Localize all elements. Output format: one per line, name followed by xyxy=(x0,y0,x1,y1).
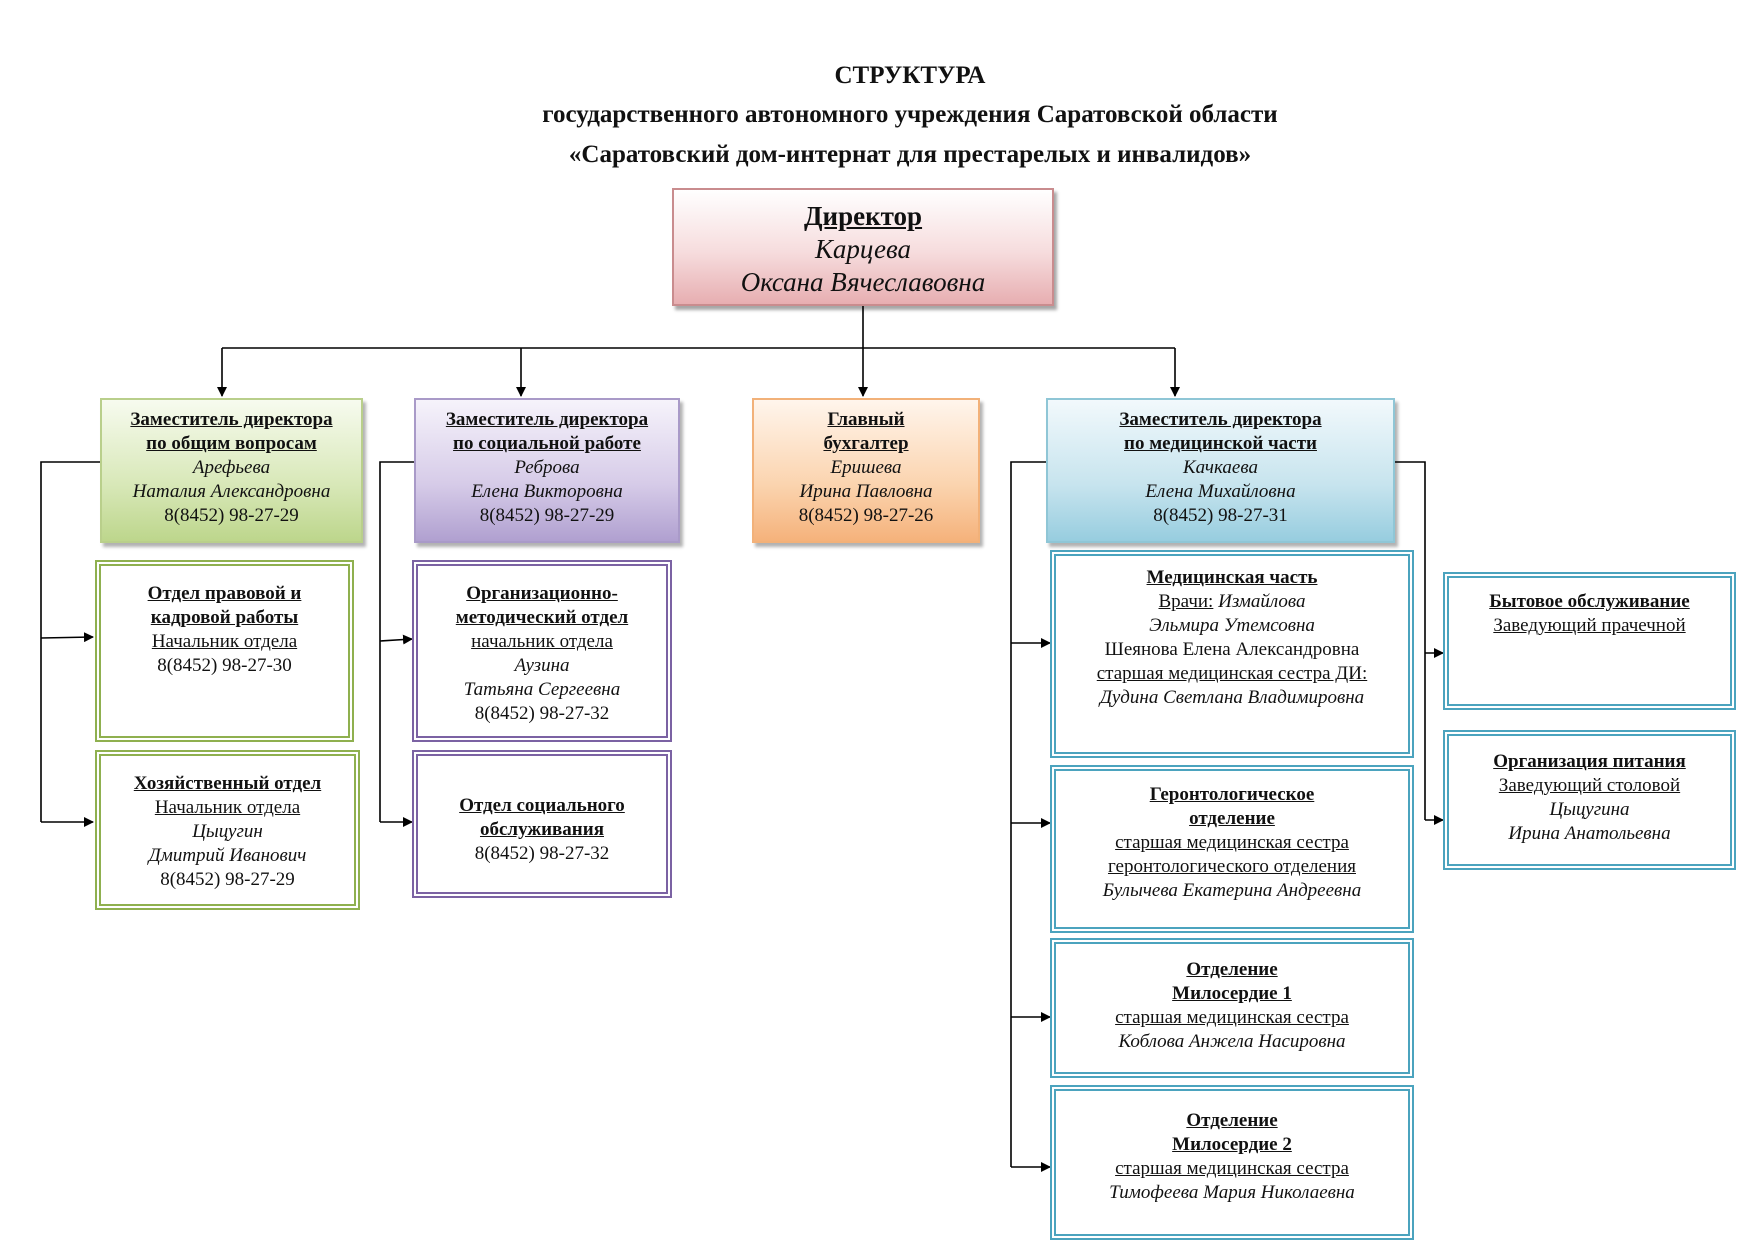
mercy2-person: Тимофеева Мария Николаевна xyxy=(1109,1182,1355,1203)
chief-accountant-name: Ирина Павловна xyxy=(799,481,933,502)
method-dept-title-2: методический отдел xyxy=(455,607,629,628)
gerontology-box: Геронтологическое отделение старшая меди… xyxy=(1050,765,1414,933)
method-dept-phone: 8(8452) 98-27-32 xyxy=(474,703,610,724)
director-box: Директор Карцева Оксана Вячеславовна xyxy=(672,188,1054,306)
deputy-medical-name: Елена Михайловна xyxy=(1145,481,1296,502)
method-dept-box: Организационно- методический отдел начал… xyxy=(412,560,672,742)
doctor1-surname: Измайлова xyxy=(1218,591,1306,612)
director-name: Оксана Вячеславовна xyxy=(740,267,986,297)
head-nurse-name: Дудина Светлана Владимировна xyxy=(1099,687,1365,708)
chief-accountant-title-2: бухгалтер xyxy=(823,433,909,454)
medical-unit-box: Медицинская часть Врачи: Измайлова Эльми… xyxy=(1050,550,1414,758)
deputy-social-box: Заместитель директора по социальной рабо… xyxy=(414,398,680,543)
deputy-general-surname: Арефьева xyxy=(192,457,271,478)
medical-unit-doctors-line: Врачи: Измайлова xyxy=(1056,590,1408,614)
social-service-dept-title-2: обслуживания xyxy=(479,819,604,840)
social-service-dept-title-1: Отдел социального xyxy=(459,795,625,816)
catering-surname: Цыцугина xyxy=(1549,799,1630,820)
deputy-general-phone: 8(8452) 98-27-29 xyxy=(164,505,299,526)
head-nurse-role: старшая медицинская сестра ДИ: xyxy=(1096,663,1368,684)
mercy2-title-1: Отделение xyxy=(1186,1110,1278,1131)
method-dept-role: начальник отдела xyxy=(471,631,613,652)
gerontology-role-2: геронтологического отделения xyxy=(1107,856,1356,877)
gerontology-person: Булычева Екатерина Андреевна xyxy=(1102,880,1362,901)
doctor2-name: Шеянова Елена Александровна xyxy=(1104,639,1360,660)
deputy-general-box: Заместитель директора по общим вопросам … xyxy=(100,398,363,543)
institution-type-title: государственного автономного учреждения … xyxy=(542,101,1278,128)
doctors-label: Врачи: xyxy=(1158,591,1214,612)
medical-unit-title: Медицинская часть xyxy=(1146,567,1318,588)
institution-name-title: «Саратовский дом-интернат для престарелы… xyxy=(568,141,1252,168)
household-dept-phone: 8(8452) 98-27-29 xyxy=(160,869,295,890)
method-dept-title-1: Организационно- xyxy=(466,583,618,604)
household-dept-box: Хозяйственный отдел Начальник отдела Цыц… xyxy=(95,750,360,910)
catering-box: Организация питания Заведующий столовой … xyxy=(1443,730,1736,870)
legal-dept-role: Начальник отдела xyxy=(151,631,298,652)
deputy-social-title-2: по социальной работе xyxy=(453,433,641,454)
household-dept-title: Хозяйственный отдел xyxy=(133,773,322,794)
structure-title: СТРУКТУРА xyxy=(834,62,986,89)
chief-accountant-title-1: Главный xyxy=(827,409,905,430)
director-title: Директор xyxy=(803,201,923,231)
mercy1-title-2: Милосердие 1 xyxy=(1172,983,1292,1004)
social-service-dept-box: Отдел социального обслуживания 8(8452) 9… xyxy=(412,750,672,898)
deputy-general-name: Наталия Александровна xyxy=(132,481,331,502)
gerontology-title-1: Геронтологическое xyxy=(1149,784,1315,805)
chief-accountant-box: Главный бухгалтер Еришева Ирина Павловна… xyxy=(752,398,980,543)
deputy-medical-title-2: по медицинской части xyxy=(1124,433,1317,454)
deputy-medical-phone: 8(8452) 98-27-31 xyxy=(1153,505,1288,526)
legal-dept-box: Отдел правовой и кадровой работы Начальн… xyxy=(95,560,354,742)
deputy-medical-title-1: Заместитель директора xyxy=(1119,409,1322,430)
catering-name: Ирина Анатольевна xyxy=(1508,823,1671,844)
legal-dept-title-1: Отдел правовой и xyxy=(147,583,302,604)
catering-role: Заведующий столовой xyxy=(1498,775,1681,796)
deputy-social-title-1: Заместитель директора xyxy=(445,409,649,430)
mercy2-box: Отделение Милосердие 2 старшая медицинск… xyxy=(1050,1085,1414,1240)
mercy1-title-1: Отделение xyxy=(1186,959,1278,980)
deputy-medical-box: Заместитель директора по медицинской час… xyxy=(1046,398,1395,543)
deputy-social-surname: Реброва xyxy=(514,457,580,478)
mercy1-role: старшая медицинская сестра xyxy=(1115,1007,1349,1028)
domestic-service-title: Бытовое обслуживание xyxy=(1489,591,1690,612)
method-dept-name: Татьяна Сергеевна xyxy=(463,679,621,700)
legal-dept-title-2: кадровой работы xyxy=(150,607,299,628)
catering-title: Организация питания xyxy=(1493,751,1686,772)
social-service-dept-phone: 8(8452) 98-27-32 xyxy=(474,843,610,864)
domestic-service-box: Бытовое обслуживание Заведующий прачечно… xyxy=(1443,572,1736,710)
household-dept-role: Начальник отдела xyxy=(154,797,301,818)
household-dept-surname: Цыцугин xyxy=(192,821,263,842)
mercy1-box: Отделение Милосердие 1 старшая медицинск… xyxy=(1050,938,1414,1078)
deputy-general-title-2: по общим вопросам xyxy=(146,433,317,454)
gerontology-role-1: старшая медицинская сестра xyxy=(1115,832,1349,853)
chief-accountant-surname: Еришева xyxy=(830,457,902,478)
mercy2-title-2: Милосердие 2 xyxy=(1172,1134,1292,1155)
deputy-social-phone: 8(8452) 98-27-29 xyxy=(479,505,615,526)
method-dept-surname: Аузина xyxy=(514,655,570,676)
gerontology-title-2: отделение xyxy=(1189,808,1275,829)
mercy2-role: старшая медицинская сестра xyxy=(1115,1158,1349,1179)
chief-accountant-phone: 8(8452) 98-27-26 xyxy=(798,505,934,526)
deputy-general-title-1: Заместитель директора xyxy=(130,409,333,430)
legal-dept-phone: 8(8452) 98-27-30 xyxy=(157,655,292,676)
domestic-service-role: Заведующий прачечной xyxy=(1493,615,1686,636)
deputy-social-name: Елена Викторовна xyxy=(471,481,623,502)
director-surname: Карцева xyxy=(814,234,912,264)
household-dept-name: Дмитрий Иванович xyxy=(148,845,307,866)
doctor1-name: Эльмира Утемсовна xyxy=(1149,615,1315,636)
deputy-medical-surname: Качкаева xyxy=(1183,457,1258,478)
mercy1-person: Коблова Анжела Насировна xyxy=(1118,1031,1346,1052)
